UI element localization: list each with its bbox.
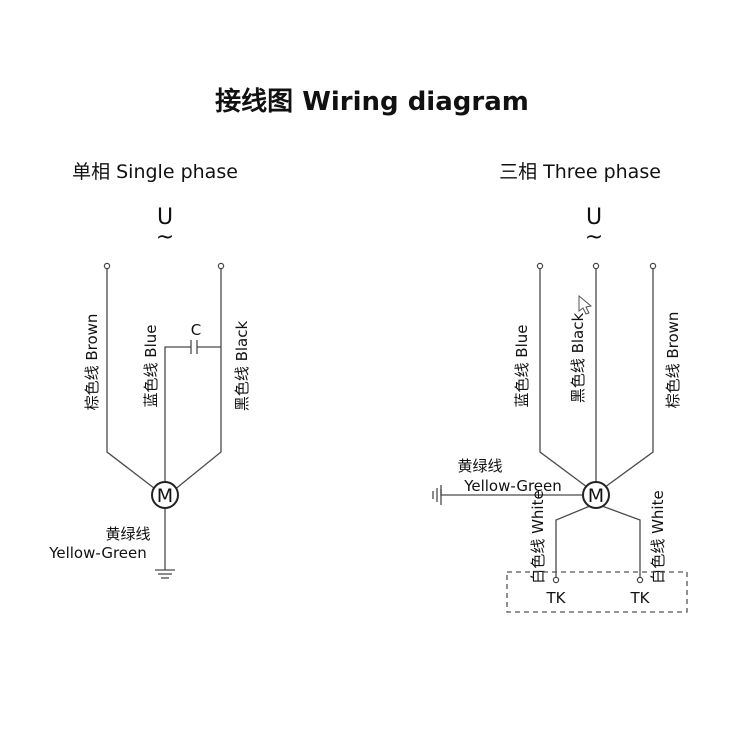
single-black-wire <box>167 268 222 496</box>
three-white-label-right: 白色线 White <box>649 490 667 583</box>
single-motor-icon <box>151 481 179 509</box>
tk-terminal-left <box>552 576 560 584</box>
three-motor-label: M <box>588 485 604 507</box>
single-supply-symbol: U <box>157 205 173 230</box>
three-supply-symbol: U <box>586 205 602 230</box>
single-ground-icon <box>155 569 175 579</box>
three-brown-wire <box>600 268 654 491</box>
three-phase-heading: 三相 Three phase <box>499 161 661 183</box>
single-blue-label: 蓝色线 Blue <box>142 325 160 408</box>
single-supply-tilde: ~ <box>156 225 174 250</box>
single-blue-wire <box>164 346 191 482</box>
single-ground-label-cn: 黄绿线 <box>105 525 150 543</box>
tk-label-left: TK <box>546 589 567 607</box>
three-ground-label-en: Yellow-Green <box>463 477 562 495</box>
page-title: 接线图 Wiring diagram <box>215 87 529 117</box>
single-phase-heading: 单相 Single phase <box>72 161 238 183</box>
three-terminal-blue <box>536 262 544 270</box>
three-terminal-black <box>592 262 600 270</box>
mouse-cursor-icon <box>578 294 593 315</box>
three-ground-label-cn: 黄绿线 <box>457 457 502 475</box>
capacitor-label: C <box>191 321 201 339</box>
three-white-wire-left <box>555 505 591 578</box>
three-terminal-brown <box>649 262 657 270</box>
single-brown-label: 棕色线 Brown <box>83 314 101 411</box>
single-terminal-black <box>217 262 225 270</box>
three-motor-icon <box>582 481 610 509</box>
tk-terminal-right <box>636 576 644 584</box>
tk-label-right: TK <box>630 589 651 607</box>
single-phase-diagram: 单相 Single phase U ~ M C 棕色线 Brown 蓝色线 Bl… <box>48 161 251 579</box>
single-terminal-brown <box>103 262 111 270</box>
thermal-protector-box <box>506 571 688 613</box>
three-blue-wire <box>539 268 592 491</box>
single-brown-wire <box>106 268 164 496</box>
single-black-label: 黑色线 Black <box>233 321 251 412</box>
single-motor-label: M <box>157 485 173 507</box>
three-white-label-left: 白色线 White <box>529 490 547 583</box>
three-ground-icon <box>432 485 442 505</box>
three-supply-tilde: ~ <box>585 225 603 250</box>
three-brown-label: 棕色线 Brown <box>664 312 682 409</box>
three-blue-label: 蓝色线 Blue <box>513 325 531 408</box>
three-white-wire-right <box>601 505 641 578</box>
three-black-label: 黑色线 Black <box>569 313 587 404</box>
three-phase-diagram: 三相 Three phase U ~ M 蓝色线 Blue 黑色线 Black … <box>432 161 688 613</box>
single-ground-label-en: Yellow-Green <box>48 544 147 562</box>
